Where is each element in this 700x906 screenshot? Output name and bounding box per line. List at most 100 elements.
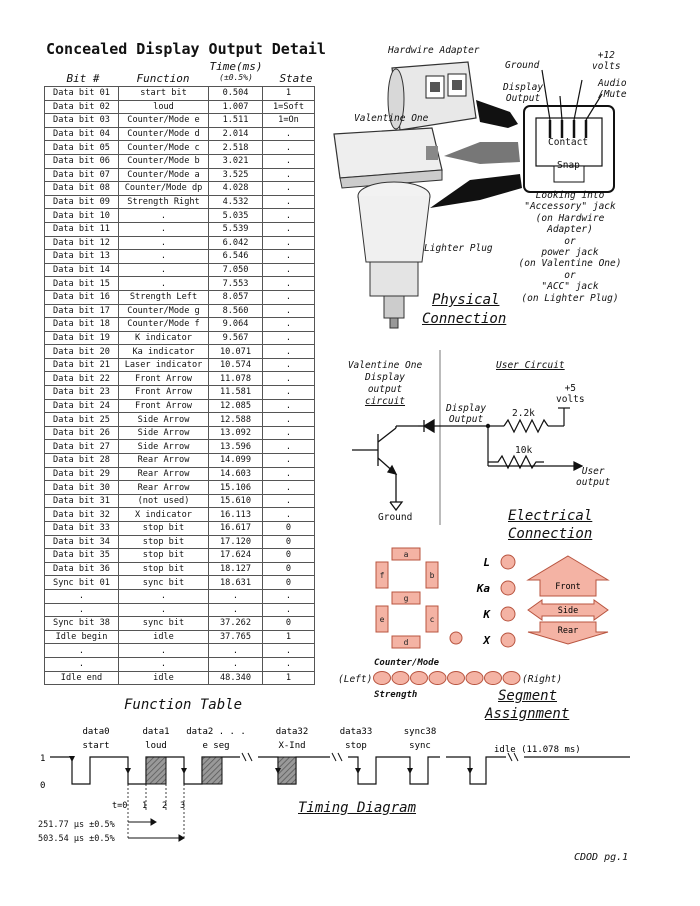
physical-caption-line1: Physical [432, 292, 500, 308]
band-label-k: K [482, 608, 491, 621]
cell-time: . [208, 588, 263, 604]
band-label-l: L [483, 556, 490, 569]
cell-bit: . [44, 643, 119, 658]
col-header-bit: Bit # [66, 72, 100, 85]
cell-time: 12.085 [208, 398, 263, 414]
cell-bit: . [44, 602, 119, 618]
cell-function: Front Arrow [118, 398, 209, 414]
counter-mode-label: Counter/Mode [374, 658, 440, 668]
table-row: Data bit 31(not used)15.610. [44, 493, 315, 509]
segment-a [391, 547, 421, 561]
cell-state: . [262, 643, 315, 658]
timing-label-top: sync38 [404, 727, 437, 737]
cell-function: Front Arrow [118, 385, 209, 400]
cell-time: 8.057 [208, 289, 263, 305]
cell-state: 1=Soft [262, 99, 315, 115]
cell-time: 15.106 [208, 480, 263, 495]
jack-audio-mute-label: Audio/Mute [598, 78, 627, 100]
cell-bit: Data bit 16 [44, 289, 119, 305]
cell-time: 37.262 [208, 616, 263, 631]
cell-bit: Data bit 04 [44, 126, 119, 142]
cell-time: 2.518 [208, 140, 263, 155]
segment-label-c: c [430, 615, 435, 624]
segment-dp [449, 631, 463, 645]
cell-time: 4.028 [208, 181, 263, 196]
cell-time: . [208, 656, 263, 672]
segment-label-f: f [380, 571, 385, 580]
timing-label-top: data0 [82, 727, 109, 737]
cell-bit: Data bit 08 [44, 181, 119, 196]
cell-state: . [262, 439, 315, 455]
measure1-label: 251.77 µs ±0.5% [38, 820, 115, 830]
sample-arrows [69, 756, 473, 774]
cell-time: 11.581 [208, 385, 263, 400]
electrical-caption-line1: Electrical [508, 508, 593, 524]
strength-led [428, 671, 447, 685]
cell-time: 0.504 [208, 86, 263, 101]
cell-state: . [262, 167, 315, 183]
col-header-tolerance: (±0.5%) [219, 73, 253, 82]
cell-state: . [262, 276, 315, 291]
cell-bit: Data bit 01 [44, 86, 119, 101]
cell-time: 7.553 [208, 276, 263, 291]
cell-function: . [118, 656, 209, 672]
segment-label-e: e [380, 615, 385, 624]
cell-function: Side Arrow [118, 412, 209, 427]
cell-bit: Data bit 30 [44, 480, 119, 495]
cell-state: . [262, 194, 315, 210]
cell-function: Counter/Mode f [118, 317, 209, 332]
cell-time: 13.092 [208, 425, 263, 441]
table-row: .... [44, 588, 315, 604]
cell-time: 11.078 [208, 371, 263, 387]
cell-function: idle [118, 629, 209, 645]
cell-bit: Data bit 20 [44, 344, 119, 359]
cell-time: . [208, 643, 263, 658]
cell-bit: Data bit 34 [44, 534, 119, 550]
user-circuit [487, 407, 584, 471]
cell-time: 4.532 [208, 194, 263, 210]
cell-time: 18.631 [208, 575, 263, 590]
cell-function: Counter/Mode g [118, 303, 209, 319]
cell-state: 0 [262, 616, 315, 631]
cell-state: 1 [262, 86, 315, 101]
cell-bit: Data bit 25 [44, 412, 119, 427]
cell-time: 9.064 [208, 317, 263, 332]
cell-state: . [262, 453, 315, 468]
cell-bit: Data bit 21 [44, 357, 119, 373]
arrow-v1-to-jack [444, 142, 520, 164]
cell-bit: Data bit 29 [44, 466, 119, 482]
segment-g [391, 591, 421, 605]
cell-function: . [118, 643, 209, 658]
cell-state: . [262, 588, 315, 604]
cell-bit: Data bit 33 [44, 521, 119, 536]
physical-connection-diagram [333, 61, 615, 329]
timing-label-bottom: start [82, 741, 109, 751]
side-arrow-label: Side [558, 606, 578, 616]
cell-state: . [262, 249, 315, 264]
cell-function: . [118, 276, 209, 291]
electrical-schematic [352, 350, 584, 525]
strength-led [502, 671, 521, 685]
r1-label: 2.2k [512, 408, 535, 419]
cell-bit: Data bit 23 [44, 385, 119, 400]
cell-function: (not used) [118, 493, 209, 509]
cell-function: K indicator [118, 330, 209, 346]
cell-time: 3.525 [208, 167, 263, 183]
transistor-symbol [352, 425, 418, 512]
table-row: Data bit 12.6.042. [44, 235, 315, 251]
cell-time: 18.127 [208, 561, 263, 577]
rear-arrow [527, 621, 609, 645]
cell-bit: Data bit 24 [44, 398, 119, 414]
strength-led [484, 671, 502, 685]
cell-function: X indicator [118, 507, 209, 522]
